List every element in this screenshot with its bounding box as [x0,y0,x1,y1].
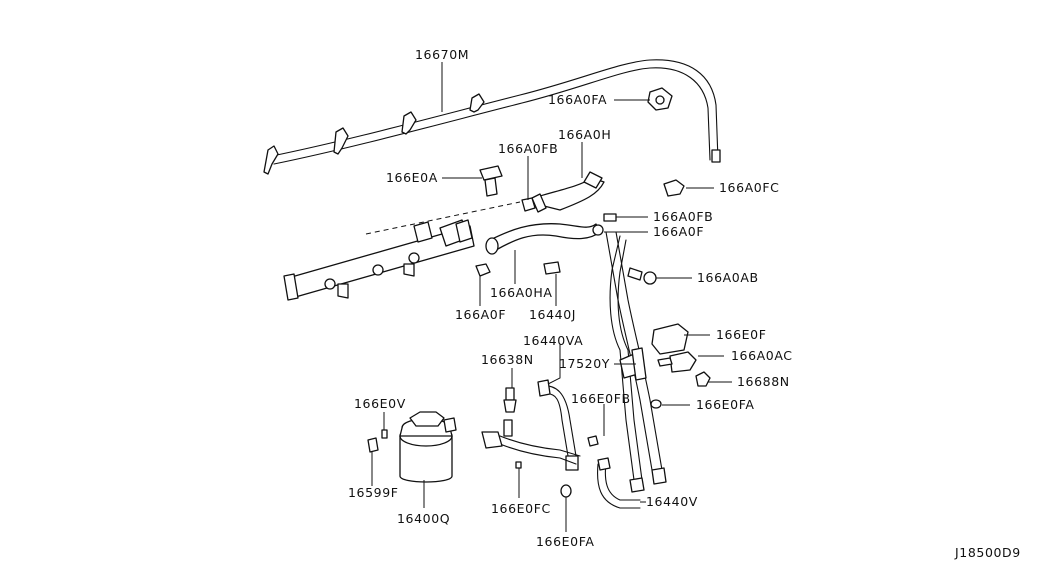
label-16688N[interactable]: 16688N [737,374,790,389]
label-166E0A[interactable]: 166E0A [386,170,438,185]
label-166A0FC[interactable]: 166A0FC [719,180,779,195]
clip-166E0FA-right-drawing [650,399,662,409]
clip-166A0FB-top-drawing [521,197,536,212]
label-16638N[interactable]: 16638N [481,352,534,367]
label-166A0FB-top[interactable]: 166A0FB [498,141,558,156]
label-166E0FB[interactable]: 166E0FB [571,391,631,406]
label-16440J[interactable]: 16440J [529,307,576,322]
clip-166A0FB-right-drawing [603,213,617,222]
clip-16440J-drawing [543,261,561,275]
diagram-code: J18500D9 [954,545,1021,560]
label-16599F[interactable]: 16599F [348,485,399,500]
label-166A0FA[interactable]: 166A0FA [548,92,607,107]
clip-166A0FA-drawing [647,87,673,111]
hose-16440V-drawing [597,457,641,509]
bolt-166E0A-drawing [479,165,503,197]
label-166A0F-right[interactable]: 166A0F [653,224,704,239]
hose-lower-drawing [481,419,581,465]
clip-16599F-drawing [367,437,379,453]
label-17520Y[interactable]: 17520Y [559,356,610,371]
label-166E0V[interactable]: 166E0V [354,396,406,411]
clip-166E0FB-drawing [587,435,599,447]
clip-166E0FA-bottom-drawing [560,484,572,498]
label-166A0AB[interactable]: 166A0AB [697,270,759,285]
label-166A0AC[interactable]: 166A0AC [731,348,793,363]
label-166E0FC[interactable]: 166E0FC [491,501,551,516]
label-16440V[interactable]: 16440V [646,494,698,509]
fuel-rail-drawing [283,219,475,301]
clip-166A0F-right-drawing [592,224,604,236]
hose-166A0HA-drawing [485,223,601,255]
sensor-16638N-drawing [503,387,517,413]
hose-16440VA-drawing [537,379,579,471]
clip-16688N-drawing [695,371,711,387]
clip-166E0FC-drawing [515,461,522,469]
fuel-return-pipe-drawing [263,59,721,175]
label-166E0FA-bottom[interactable]: 166E0FA [536,534,595,549]
label-166A0FB-right[interactable]: 166A0FB [653,209,713,224]
label-16440VA[interactable]: 16440VA [523,333,583,348]
label-166A0HA[interactable]: 166A0HA [490,285,553,300]
label-166A0H[interactable]: 166A0H [558,127,611,142]
label-166A0F-left[interactable]: 166A0F [455,307,506,322]
label-16670M[interactable]: 16670M [415,47,469,62]
clip-166A0FC-drawing [663,179,685,197]
label-166E0FA-right[interactable]: 166E0FA [696,397,755,412]
fuel-tube-assembly-drawing [605,231,667,493]
bolt-166A0AB-drawing [627,267,657,285]
clip-166A0F-left-drawing [475,263,491,277]
bracket-166E0F-drawing [651,323,689,355]
label-16400Q[interactable]: 16400Q [397,511,450,526]
clip-166E0V-drawing [381,429,388,439]
fuel-filter-drawing [399,411,457,483]
hose-166A0H-drawing [531,171,605,213]
bolt-166A0AC-drawing [657,351,697,373]
leader-lines [371,62,732,532]
label-166E0F[interactable]: 166E0F [716,327,767,342]
